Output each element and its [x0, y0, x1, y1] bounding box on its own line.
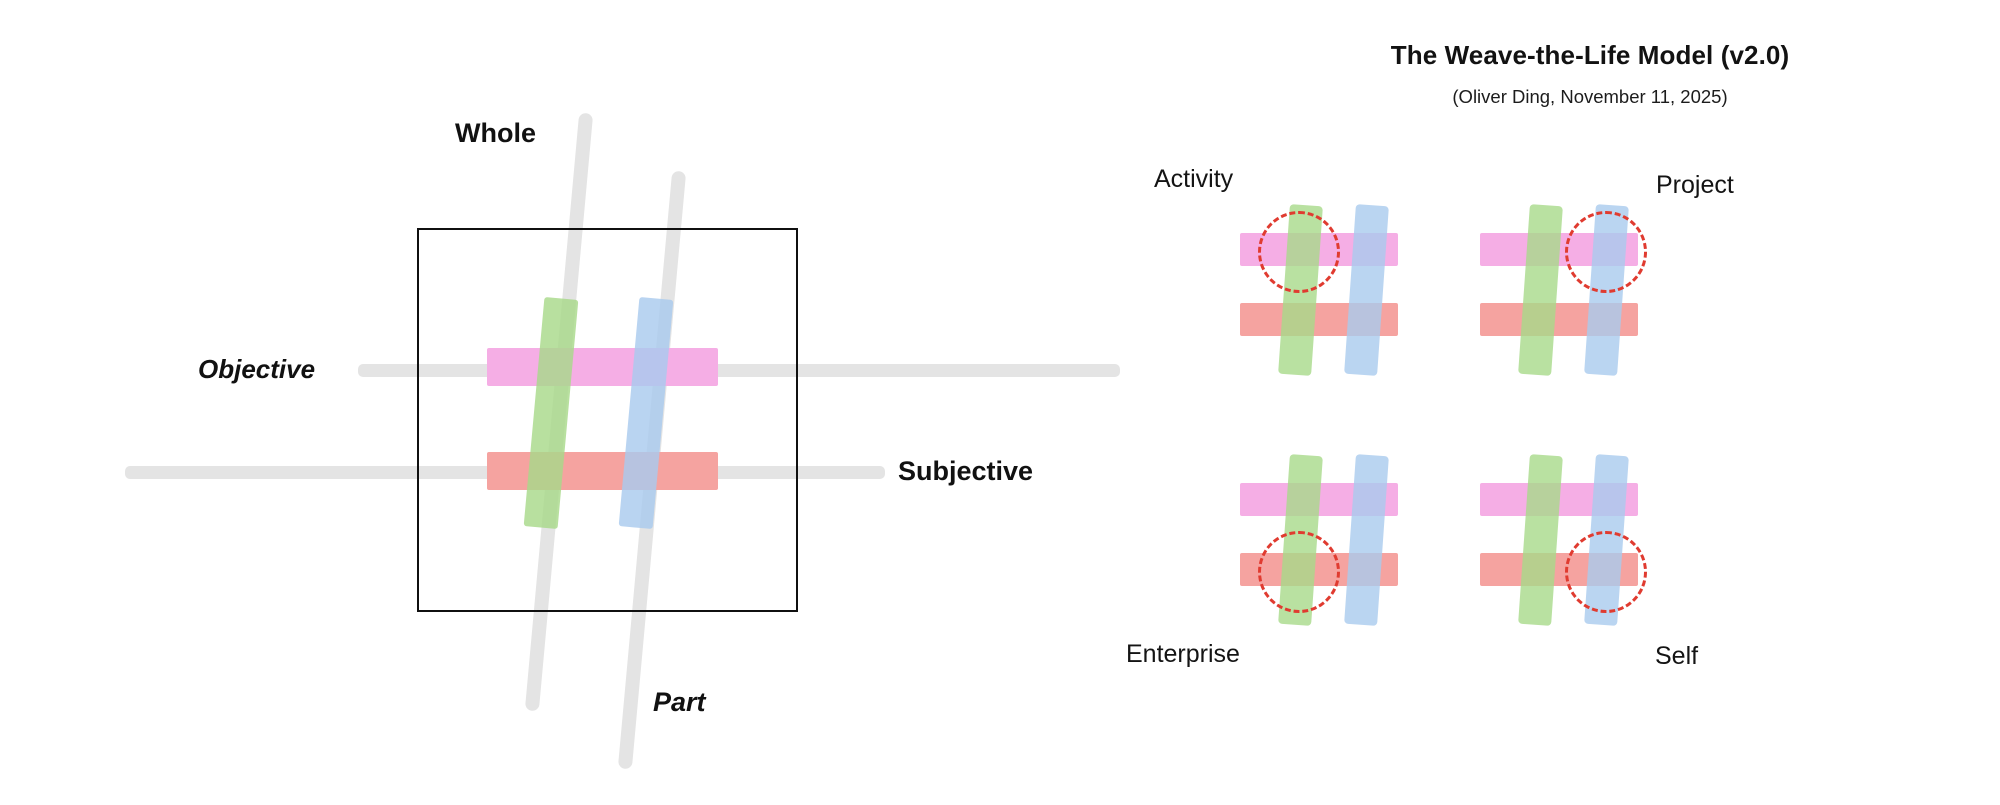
- page-title: The Weave-the-Life Model (v2.0): [1390, 40, 1790, 70]
- right-panel: The Weave-the-Life Model (v2.0) (Oliver …: [1126, 0, 2000, 805]
- page-subtitle: (Oliver Ding, November 11, 2025): [1452, 86, 1728, 107]
- highlight-circle: [1565, 211, 1647, 293]
- label-whole: Whole: [455, 118, 536, 148]
- quadrant-label-activity: Activity: [1154, 165, 1234, 193]
- pink-bar: [487, 348, 718, 386]
- quadrant-self-stage: [1390, 420, 1790, 720]
- label-part: Part: [653, 687, 706, 717]
- label-objective: Objective: [198, 354, 316, 384]
- green-bar: [1518, 204, 1563, 376]
- quadrant-enterprise: Enterprise: [1126, 420, 1550, 720]
- quadrant-activity: Activity: [1150, 165, 1550, 470]
- green-bar: [1518, 454, 1563, 626]
- blue-bar: [1344, 454, 1389, 626]
- quadrant-project-stage: [1390, 170, 1790, 470]
- quadrant-activity-stage: [1150, 170, 1550, 470]
- quadrant-enterprise-stage: [1150, 420, 1550, 720]
- quadrant-label-enterprise: Enterprise: [1126, 640, 1240, 668]
- quadrant-project: Project: [1390, 170, 1790, 470]
- highlight-circle: [1258, 531, 1340, 613]
- highlight-circle: [1565, 531, 1647, 613]
- label-subjective: Subjective: [898, 456, 1034, 486]
- blue-bar: [1344, 204, 1389, 376]
- left-diagram: Whole Part Objective Subjective: [125, 112, 1120, 770]
- highlight-circle: [1258, 211, 1340, 293]
- quadrant-self: Self: [1390, 420, 1790, 720]
- quadrant-label-self: Self: [1655, 642, 1699, 670]
- framing-box: [417, 228, 798, 612]
- quadrant-label-project: Project: [1656, 171, 1734, 199]
- red-bar: [487, 452, 718, 490]
